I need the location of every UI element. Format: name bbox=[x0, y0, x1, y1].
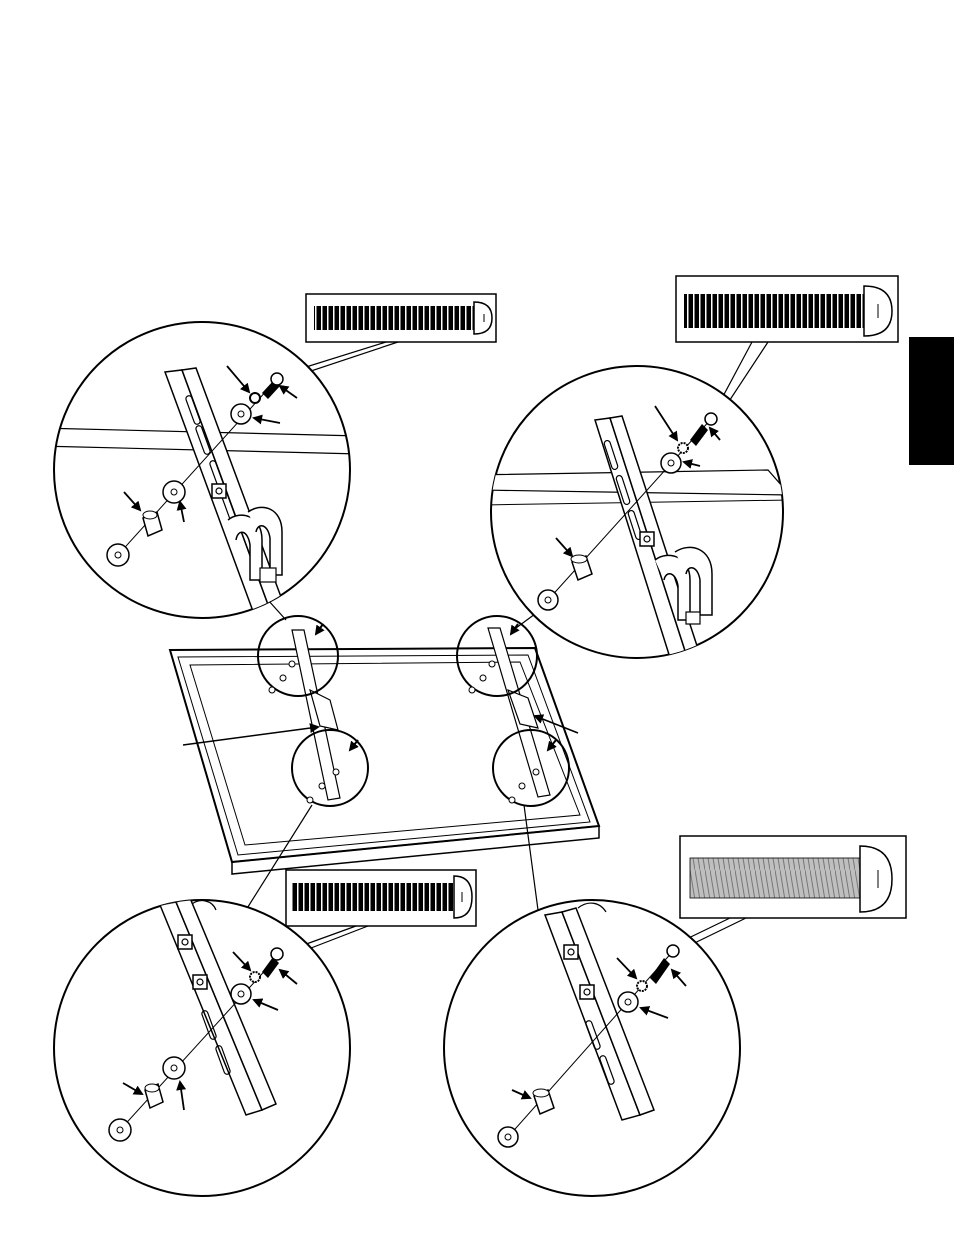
washer-icon bbox=[163, 481, 185, 503]
washer-icon bbox=[538, 590, 558, 610]
washer-icon bbox=[231, 984, 251, 1004]
callout-upper-left bbox=[40, 322, 360, 618]
washer-icon bbox=[163, 1057, 185, 1079]
lock-washer-icon bbox=[250, 972, 260, 982]
washer-icon bbox=[107, 544, 129, 566]
bolt-box-lower-right bbox=[672, 836, 906, 952]
callout-upper-right bbox=[470, 366, 790, 664]
washer-icon bbox=[618, 992, 638, 1012]
callout-lower-right bbox=[444, 900, 740, 1196]
washer-icon bbox=[498, 1127, 518, 1147]
callout-lower-left bbox=[54, 898, 350, 1196]
lock-washer-icon bbox=[637, 981, 647, 991]
lock-washer-icon bbox=[250, 393, 260, 403]
lock-washer-icon bbox=[678, 443, 688, 453]
washer-icon bbox=[231, 404, 251, 424]
washer-icon bbox=[661, 453, 681, 473]
washer-icon bbox=[109, 1119, 131, 1141]
